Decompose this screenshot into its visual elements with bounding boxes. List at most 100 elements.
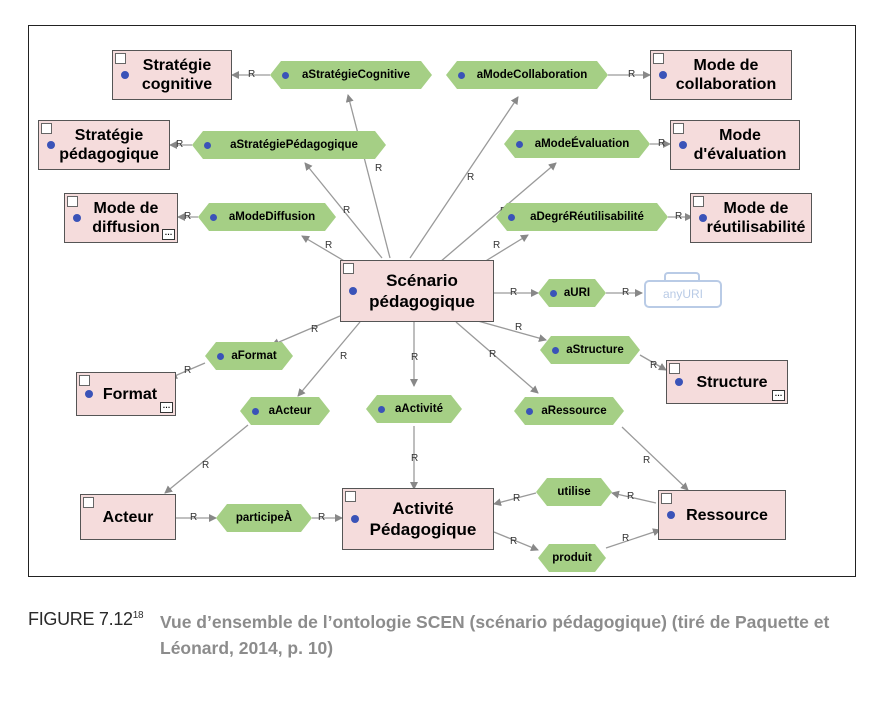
- relation-label: R: [650, 360, 658, 371]
- class-format[interactable]: Format …: [76, 372, 176, 416]
- class-icon: [67, 196, 78, 207]
- property-dot-icon: [210, 214, 217, 221]
- property-dot-icon: [508, 214, 515, 221]
- footnote-ref: 18: [132, 610, 144, 621]
- property-a-ressource[interactable]: aRessource: [514, 397, 624, 425]
- property-dot-icon: [378, 406, 385, 413]
- class-mode-diffusion[interactable]: Mode de diffusion …: [64, 193, 178, 243]
- property-dot-icon: [516, 141, 523, 148]
- class-dot-icon: [667, 511, 675, 519]
- property-a-activite[interactable]: aActivité: [366, 395, 462, 423]
- datatype-label: anyURI: [662, 287, 703, 301]
- relation-label: R: [515, 322, 523, 333]
- class-dot-icon: [73, 214, 81, 222]
- edge-ressource-utilise: [611, 490, 657, 504]
- relation-label: R: [202, 460, 210, 471]
- more-icon[interactable]: …: [160, 402, 173, 413]
- edge-scenario-format: [271, 315, 341, 346]
- relation-label: R: [190, 512, 198, 523]
- property-dot-icon: [282, 72, 289, 79]
- property-a-strategie-pedagogique[interactable]: aStratégiePédagogique: [192, 131, 386, 159]
- class-label: Mode de réutilisabilité: [706, 200, 806, 236]
- property-label: aURI: [563, 287, 591, 299]
- relation-label: R: [489, 349, 497, 360]
- relation-label: R: [467, 172, 475, 183]
- more-icon[interactable]: …: [162, 229, 175, 240]
- class-dot-icon: [659, 71, 667, 79]
- class-icon: [669, 363, 680, 374]
- class-ressource[interactable]: Ressource: [658, 490, 786, 540]
- relation-label: R: [658, 138, 666, 149]
- property-a-mode-collaboration[interactable]: aModeCollaboration: [446, 61, 608, 89]
- property-dot-icon: [458, 72, 465, 79]
- relation-label: R: [627, 491, 635, 502]
- class-dot-icon: [85, 390, 93, 398]
- class-scenario-pedagogique[interactable]: Scénario pédagogique: [340, 260, 494, 322]
- property-a-format[interactable]: aFormat: [205, 342, 293, 370]
- property-a-mode-evaluation[interactable]: aModeÉvaluation: [504, 130, 650, 158]
- property-label: aStratégieCognitive: [302, 69, 410, 81]
- class-structure[interactable]: Structure …: [666, 360, 788, 404]
- class-label: Stratégie pédagogique: [59, 127, 159, 163]
- class-mode-collaboration[interactable]: Mode de collaboration: [650, 50, 792, 100]
- property-label: aActeur: [268, 405, 312, 417]
- class-label: Mode de diffusion: [92, 200, 160, 236]
- property-utilise[interactable]: utilise: [536, 478, 612, 506]
- class-strategie-pedagogique[interactable]: Stratégie pédagogique: [38, 120, 170, 170]
- edge-ressource-class: [621, 426, 689, 491]
- class-activite-pedagogique[interactable]: Activité Pédagogique: [342, 488, 494, 550]
- class-label: Ressource: [686, 506, 768, 524]
- class-icon: [83, 497, 94, 508]
- class-icon: [673, 123, 684, 134]
- class-strategie-cognitive[interactable]: Stratégie cognitive: [112, 50, 232, 100]
- property-participe-a[interactable]: participeÀ: [216, 504, 312, 532]
- property-a-degre-reutilisabilite[interactable]: aDegréRéutilisabilité: [496, 203, 668, 231]
- property-label: aModeDiffusion: [228, 211, 316, 223]
- class-icon: [661, 493, 672, 504]
- class-dot-icon: [349, 287, 357, 295]
- property-label: aRessource: [541, 405, 607, 417]
- class-icon: [343, 263, 354, 274]
- more-icon[interactable]: …: [772, 390, 785, 401]
- class-label: Scénario pédagogique: [369, 271, 475, 311]
- property-produit[interactable]: produit: [538, 544, 606, 572]
- class-label: Stratégie cognitive: [141, 57, 213, 93]
- relation-label: R: [184, 365, 192, 376]
- property-label: participeÀ: [235, 512, 293, 524]
- edge-produit-ressource: [605, 528, 661, 549]
- property-a-acteur[interactable]: aActeur: [240, 397, 330, 425]
- relation-label: R: [248, 69, 256, 80]
- relation-label: R: [375, 163, 383, 174]
- class-mode-reutilisabilite[interactable]: Mode de réutilisabilité: [690, 193, 812, 243]
- class-icon: [653, 53, 664, 64]
- class-dot-icon: [121, 71, 129, 79]
- property-a-mode-diffusion[interactable]: aModeDiffusion: [198, 203, 336, 231]
- edge-scenario-strategie-cognitive: [345, 94, 391, 259]
- class-label: Structure: [696, 373, 768, 391]
- property-label: aActivité: [395, 403, 443, 415]
- property-a-structure[interactable]: aStructure: [540, 336, 640, 364]
- class-label: Mode de collaboration: [675, 57, 777, 93]
- property-dot-icon: [526, 408, 533, 415]
- class-mode-evaluation[interactable]: Mode d'évaluation: [670, 120, 800, 170]
- class-dot-icon: [675, 378, 683, 386]
- edge-scenario-mode-collab: [409, 96, 519, 259]
- datatype-anyuri[interactable]: anyURI: [644, 280, 722, 308]
- property-dot-icon: [252, 408, 259, 415]
- relation-label: R: [411, 352, 419, 363]
- edge-scenario-acteur: [297, 321, 361, 397]
- property-label: aModeCollaboration: [476, 69, 588, 81]
- property-label: aDegréRéutilisabilité: [530, 211, 644, 223]
- relation-label: R: [311, 324, 319, 335]
- relation-label: R: [184, 211, 192, 222]
- property-a-uri[interactable]: aURI: [538, 279, 606, 307]
- class-dot-icon: [351, 515, 359, 523]
- relation-label: R: [622, 533, 630, 544]
- property-a-strategie-cognitive[interactable]: aStratégieCognitive: [270, 61, 432, 89]
- property-label: produit: [552, 552, 592, 564]
- property-label: aModeÉvaluation: [534, 138, 630, 150]
- relation-label: R: [176, 139, 184, 150]
- edge-scenario-mode-eval: [439, 162, 557, 263]
- relation-label: R: [510, 536, 518, 547]
- class-acteur[interactable]: Acteur: [80, 494, 176, 540]
